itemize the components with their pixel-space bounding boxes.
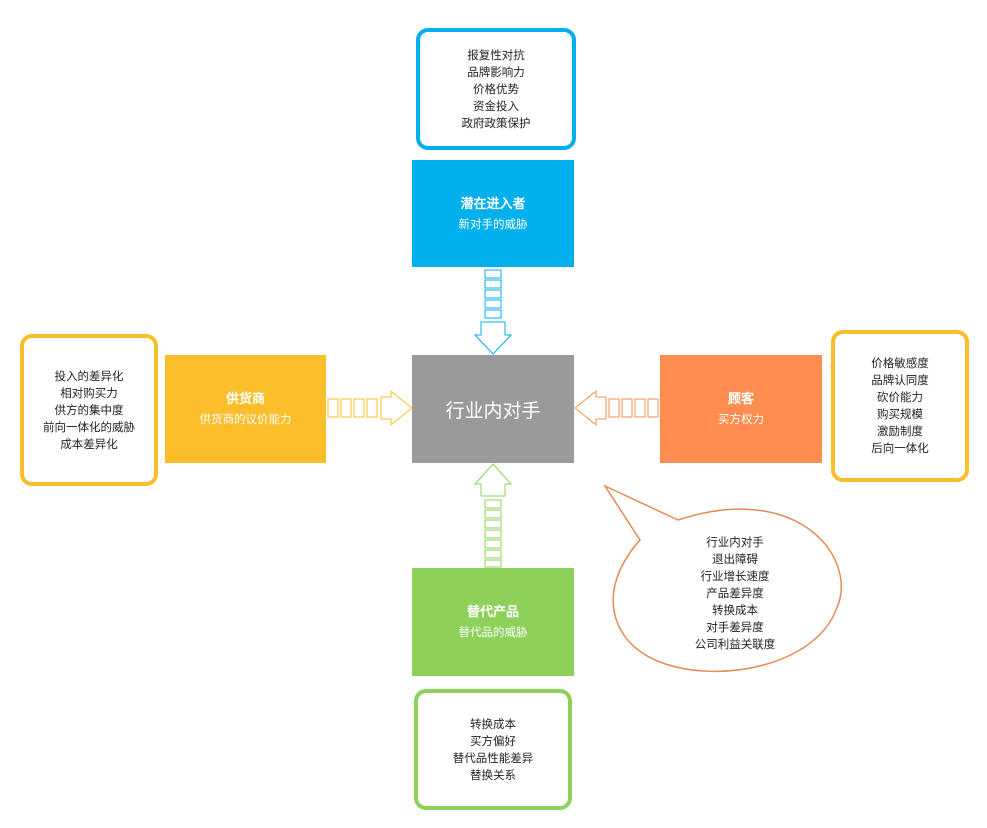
suppliers-box: 供货商 供货商的议价能力 [165, 355, 326, 463]
rivalry-factors-list: 行业内对手 退出障碍 行业增长速度 产品差异度 转换成本 对手差异度 公司利益关… [660, 534, 810, 653]
suppliers-subtitle: 供货商的议价能力 [199, 412, 292, 426]
substitute-factors-box: 转换成本 买方偏好 替代品性能差异 替换关系 [414, 689, 572, 810]
supplier-factor: 相对购买力 [60, 385, 118, 400]
arrow-entrant-to-center [473, 269, 513, 355]
entrant-factor: 报复性对抗 [467, 47, 525, 62]
supplier-factors-box: 投入的差异化 相对购买力 供方的集中度 前向一体化的威胁 成本差异化 [20, 334, 158, 486]
customer-factor: 激励制度 [877, 424, 923, 438]
arrow-substitute-to-center [473, 463, 513, 568]
substitutes-box: 替代产品 替代品的威胁 [412, 568, 574, 676]
entrant-factor: 资金投入 [473, 98, 519, 113]
customers-title: 顾客 [727, 392, 754, 407]
entrant-factor: 政府政策保护 [461, 115, 531, 130]
substitute-factor: 买方偏好 [470, 733, 516, 748]
customer-factor: 购买规模 [877, 407, 923, 421]
customer-factor: 后向一体化 [871, 441, 929, 455]
rivalry-factor: 公司利益关联度 [694, 637, 776, 651]
customer-factor: 品牌认同度 [871, 373, 929, 387]
supplier-factor: 前向一体化的威胁 [43, 419, 135, 434]
potential-entrants-box: 潜在进入者 新对手的威胁 [412, 160, 574, 267]
substitute-factor: 替换关系 [470, 767, 516, 782]
entrant-factor: 品牌影响力 [467, 64, 525, 79]
supplier-factor: 供方的集中度 [54, 402, 124, 417]
rivalry-factor: 行业内对手 [706, 535, 764, 549]
arrow-supplier-to-center [327, 389, 413, 427]
suppliers-title: 供货商 [225, 392, 265, 407]
potential-entrants-title: 潜在进入者 [460, 196, 526, 212]
rivalry-speech-bubble [602, 484, 842, 673]
customer-factor: 砍价能力 [877, 390, 923, 404]
substitute-factor: 转换成本 [470, 716, 516, 731]
substitutes-subtitle: 替代品的威胁 [458, 625, 528, 639]
rivalry-factor: 产品差异度 [706, 586, 764, 600]
rivalry-factor: 转换成本 [712, 603, 758, 617]
industry-competitors-label: 行业内对手 [445, 399, 541, 422]
rivalry-factor: 退出障碍 [712, 552, 758, 566]
arrow-customer-to-center [574, 389, 659, 427]
supplier-factor: 投入的差异化 [54, 368, 124, 383]
substitutes-title: 替代产品 [466, 605, 519, 620]
substitute-factor: 替代品性能差异 [452, 750, 534, 765]
customer-factor: 价格敏感度 [871, 356, 929, 370]
entrant-factor: 价格优势 [473, 81, 519, 96]
customers-subtitle: 买方权力 [718, 412, 764, 426]
industry-competitors-box: 行业内对手 [412, 355, 574, 463]
supplier-factor: 成本差异化 [60, 436, 118, 451]
potential-entrants-subtitle: 新对手的威胁 [458, 216, 528, 231]
customers-box: 顾客 买方权力 [660, 355, 822, 463]
customer-factors-box: 价格敏感度 品牌认同度 砍价能力 购买规模 激励制度 后向一体化 [831, 330, 969, 482]
rivalry-factor: 对手差异度 [706, 620, 764, 634]
rivalry-factor: 行业增长速度 [700, 569, 770, 583]
entrant-factors-box: 报复性对抗 品牌影响力 价格优势 资金投入 政府政策保护 [416, 28, 576, 150]
